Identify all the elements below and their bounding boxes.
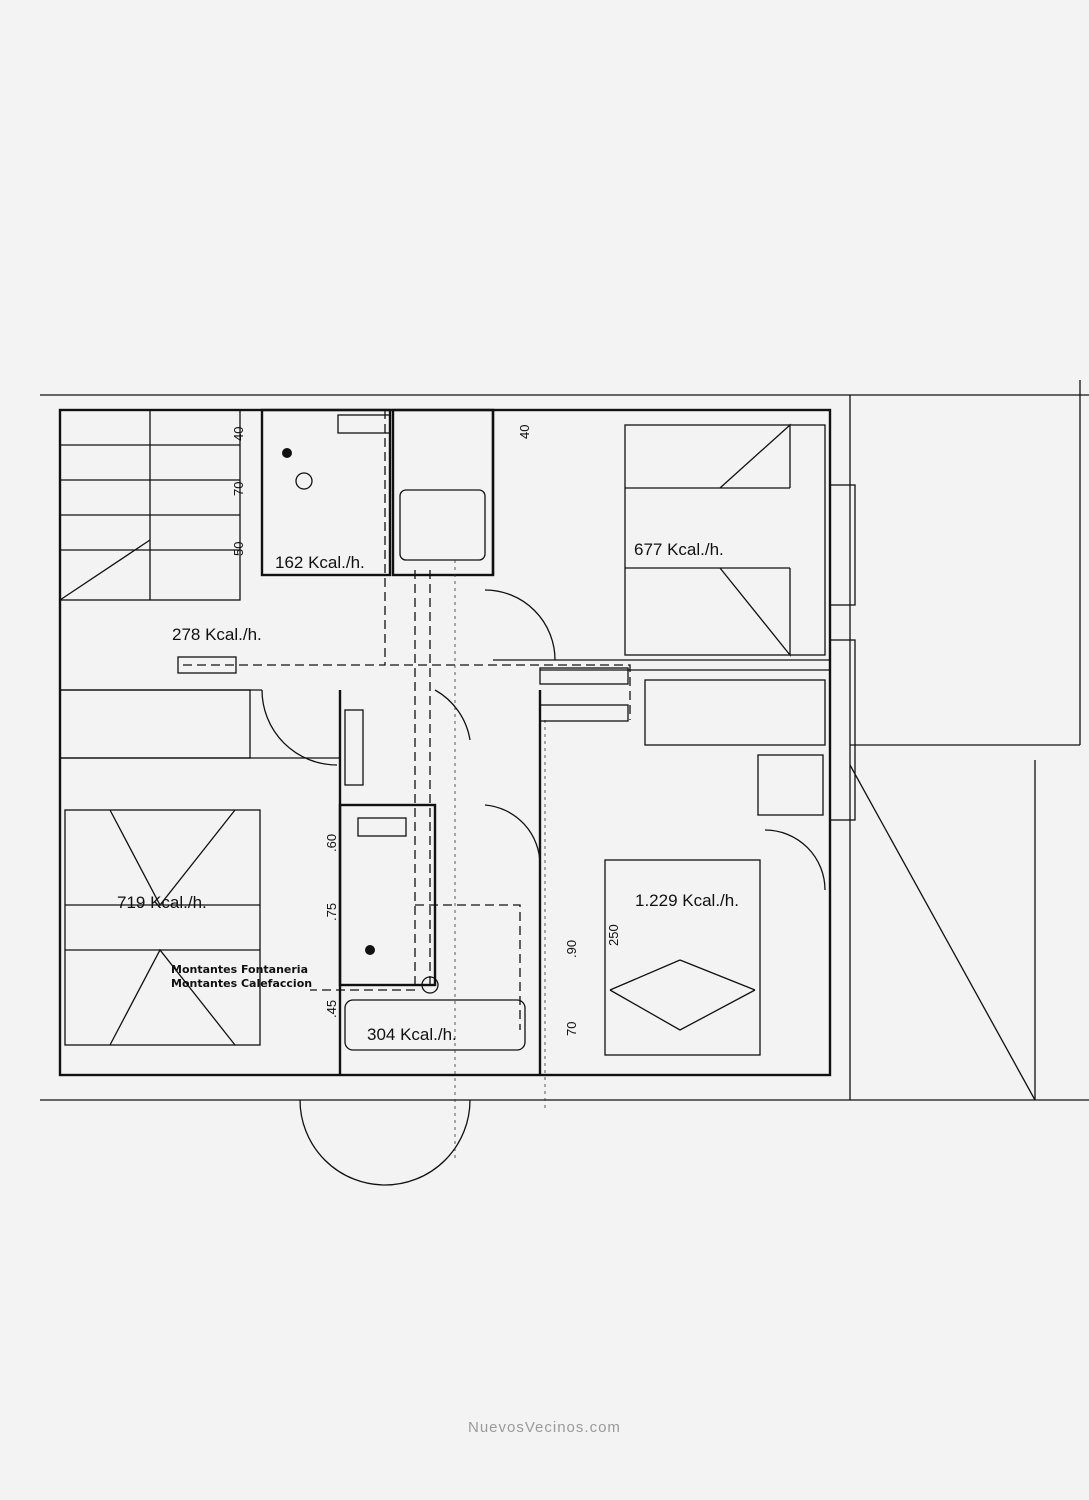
room-heat-label: 278 Kcal./h.	[172, 625, 262, 644]
room-heat-label: 304 Kcal./h.	[367, 1025, 457, 1044]
walls	[40, 380, 1089, 1185]
watermark: NuevosVecinos.com	[468, 1419, 621, 1436]
room-heat-label: 677 Kcal./h.	[634, 540, 724, 559]
legend-plumbing-risers: Montantes Fontaneria	[171, 963, 308, 976]
dimension-label: 250	[606, 924, 621, 946]
dimension-label: .90	[564, 940, 579, 958]
dimension-label: .45	[324, 1000, 339, 1018]
dimension-label: 70	[231, 482, 246, 496]
room-heat-label: 1.229 Kcal./h.	[635, 891, 739, 910]
room-heat-label: 162 Kcal./h.	[275, 553, 365, 572]
dimension-label: 40	[517, 425, 532, 439]
room-heat-label: 719 Kcal./h.	[117, 893, 207, 912]
legend-heating-risers: Montantes Calefaccion	[171, 977, 312, 990]
dimension-label: 40	[231, 427, 246, 441]
dimension-label: .75	[324, 903, 339, 921]
dimension-label: 70	[564, 1022, 579, 1036]
dimension-label: .60	[324, 834, 339, 852]
dimension-label: 50	[231, 542, 246, 556]
